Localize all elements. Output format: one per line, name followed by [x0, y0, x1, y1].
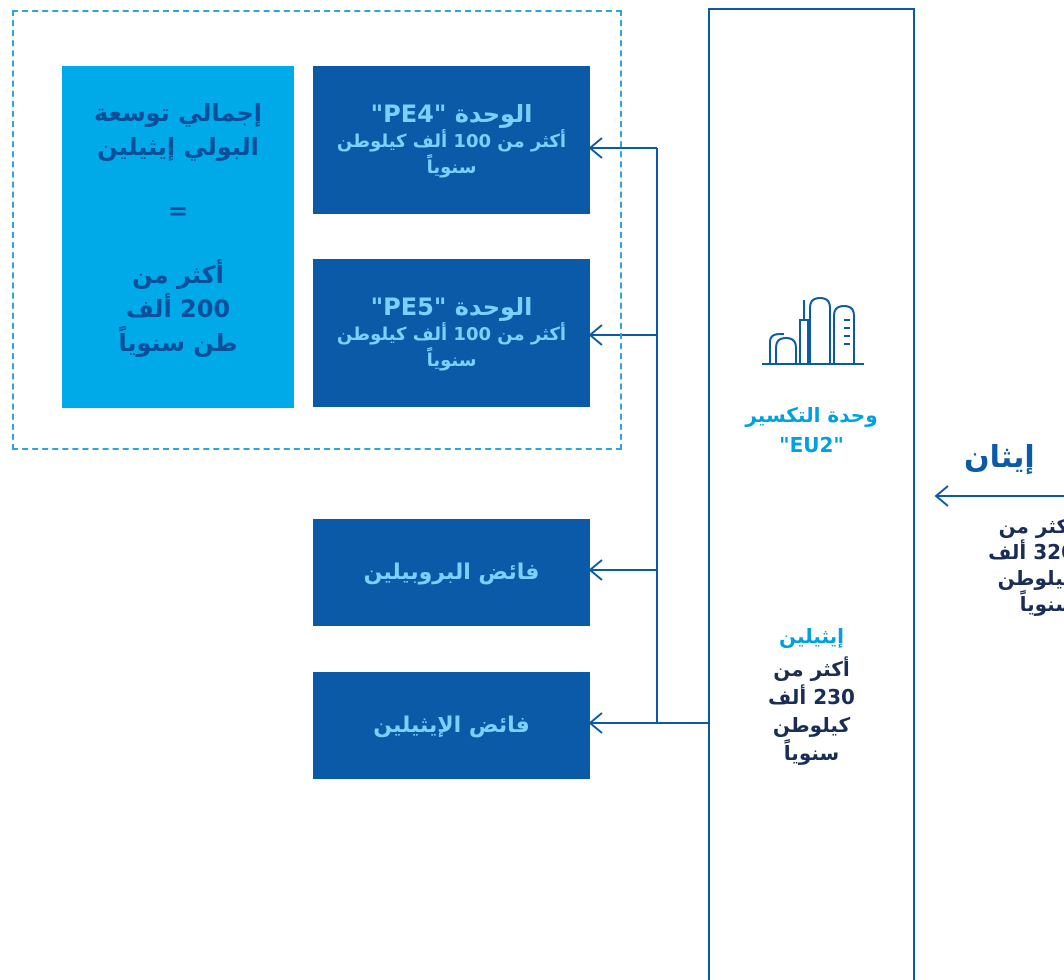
ethylene-surplus-label: فائض الإيثيلين: [373, 713, 530, 738]
refinery-icon: [762, 296, 864, 365]
pe5-capacity: أكثر من 100 ألف كيلوطن سنوياً: [336, 324, 567, 371]
ethylene-title: إيثيلين: [778, 624, 845, 648]
arrow-head-ethane: [934, 485, 949, 507]
pe5-unit-box: الوحدة "PE5" أكثر من 100 ألف كيلوطن سنوي…: [313, 259, 590, 407]
pe5-title: الوحدة "PE5": [370, 293, 533, 321]
ethylene-surplus-box: فائض الإيثيلين: [313, 672, 590, 779]
pe-expansion-group: [12, 10, 622, 450]
cracker-title: وحدة التكسير "EU2": [710, 400, 913, 460]
cracker-unit-column: وحدة التكسير "EU2" إيثيلين أكثر من 230 أ…: [708, 8, 915, 980]
arrow-head-ethylene: [588, 712, 603, 734]
ethane-line1: أكثر من: [998, 514, 1064, 538]
ethane-capacity: أكثر من 320 ألف كيلوطن سنوياً: [955, 513, 1064, 617]
arrow-head-propylene: [588, 559, 603, 581]
total-line1: إجمالي توسعة: [93, 99, 263, 127]
total-line4: 200 ألف: [125, 295, 231, 323]
total-pe-box: إجمالي توسعة البولي إيثيلين = أكثر من 20…: [62, 66, 294, 408]
ethylene-capacity: أكثر من 230 ألف كيلوطن سنوياً: [710, 655, 913, 767]
total-equals: =: [167, 197, 189, 225]
ethane-line4: سنوياً: [1019, 592, 1064, 616]
pe4-capacity: أكثر من 100 ألف كيلوطن سنوياً: [336, 131, 567, 178]
pe4-title: الوحدة "PE4": [370, 100, 533, 128]
propylene-surplus-label: فائض البروبيلين: [363, 560, 540, 585]
arrow-head-pe4: [588, 137, 603, 159]
total-line2: البولي إيثيلين: [97, 133, 259, 161]
cracker-title-line1: وحدة التكسير: [745, 403, 878, 427]
ethylene-line4: سنوياً: [783, 741, 840, 765]
cracker-title-line2: "EU2": [779, 433, 844, 457]
ethylene-line3: كيلوطن: [772, 713, 851, 737]
ethylene-line2: 230 ألف: [768, 685, 855, 709]
ethane-line2: 320 ألف: [988, 540, 1064, 564]
pe4-unit-box: الوحدة "PE4" أكثر من 100 ألف كيلوطن سنوي…: [313, 66, 590, 214]
propylene-surplus-box: فائض البروبيلين: [313, 519, 590, 626]
ethane-line3: كيلوطن: [997, 566, 1064, 590]
ethylene-line1: أكثر من: [773, 657, 850, 681]
total-line5: طن سنوياً: [118, 329, 238, 357]
arrow-head-pe5: [588, 324, 603, 346]
total-line3: أكثر من: [132, 261, 224, 289]
ethane-title: إيثان: [964, 440, 1035, 475]
